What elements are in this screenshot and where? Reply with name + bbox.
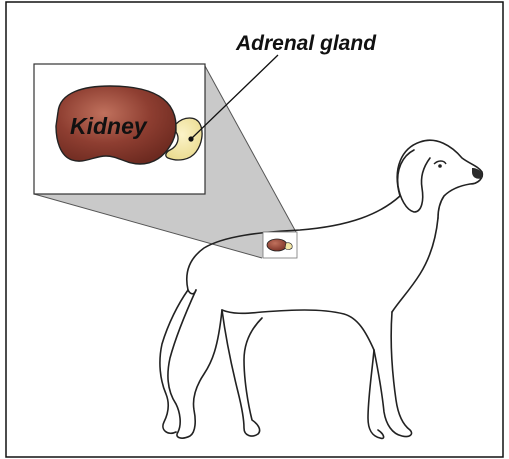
dog-hind-leg-far: [222, 310, 262, 436]
location-marker-adrenal: [285, 243, 292, 250]
dog-eye-pupil: [438, 164, 442, 168]
dog-eye: [434, 161, 446, 164]
adrenal-pointer-dot: [188, 136, 193, 141]
dog-hind-leg-near: [168, 290, 222, 438]
adrenal-gland-label: Adrenal gland: [235, 32, 377, 55]
location-marker-kidney: [267, 239, 287, 251]
dog-belly: [222, 310, 374, 350]
dog-chest: [392, 218, 438, 312]
dog-front-leg-near: [374, 312, 412, 437]
kidney-label: Kidney: [70, 113, 148, 139]
dog-ear: [398, 150, 430, 212]
dog-hind-contour: [160, 290, 188, 433]
